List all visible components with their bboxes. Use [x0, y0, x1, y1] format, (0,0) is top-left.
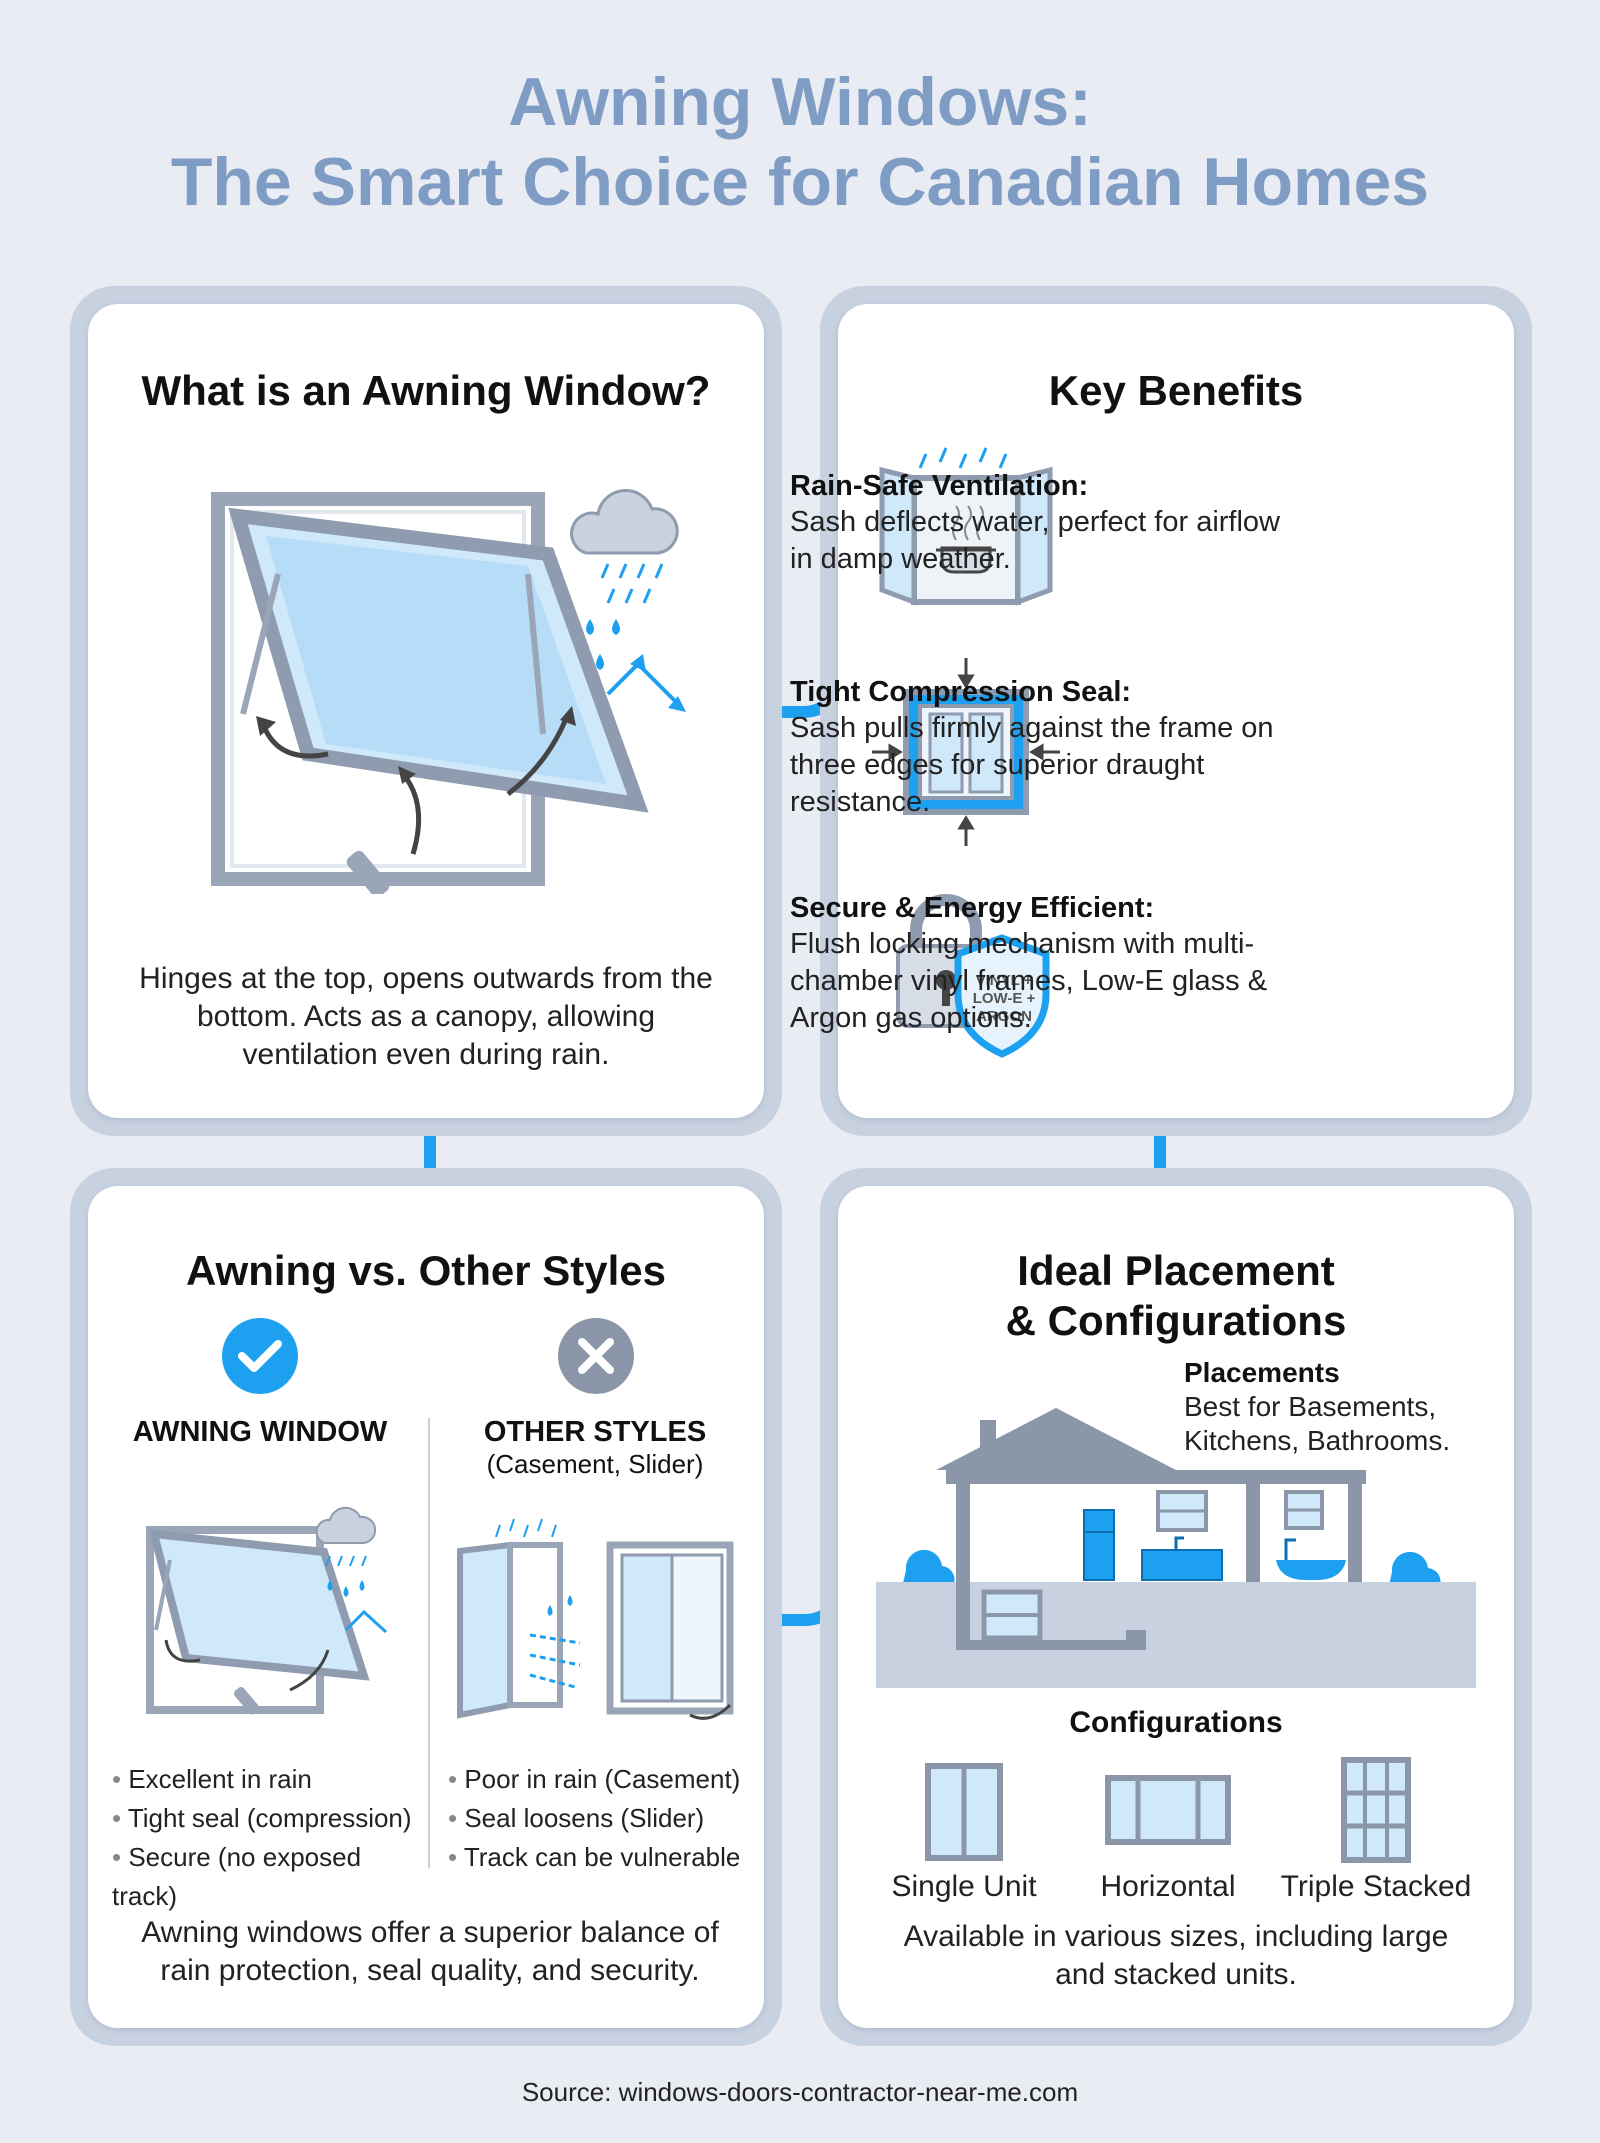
awning-point-2: Tight seal (compression): [112, 1799, 432, 1838]
benefit-1: Rain-Safe Ventilation: Sash deflects wat…: [790, 468, 1310, 578]
other-point-1: Poor in rain (Casement): [448, 1760, 768, 1799]
placements-text: Best for Basements, Kitchens, Bathrooms.: [1184, 1391, 1451, 1456]
placement-title-line-1: Ideal Placement: [1017, 1247, 1335, 1294]
config-single-label: Single Unit: [891, 1870, 1037, 1903]
benefit-2-text: Sash pulls firmly against the frame on t…: [790, 712, 1274, 818]
shield-line-1: VINYL +: [975, 972, 1033, 989]
benefit-1-text: Sash deflects water, perfect for airflow…: [790, 506, 1280, 575]
cross-icon: [558, 1318, 634, 1394]
benefit-3: Secure & Energy Efficient: Flush locking…: [790, 890, 1310, 1037]
page-title: Awning Windows: The Smart Choice for Can…: [0, 62, 1600, 222]
benefit-3-title: Secure & Energy Efficient:: [790, 892, 1155, 924]
what-panel-frame: What is an Awning Window?: [70, 286, 782, 1136]
benefit-2-title: Tight Compression Seal:: [790, 676, 1132, 708]
config-horizontal-label: Horizontal: [1100, 1870, 1236, 1903]
other-styles-illustration: [457, 1518, 734, 1720]
benefits-title: Key Benefits: [1048, 367, 1304, 414]
other-point-2: Seal loosens (Slider): [448, 1799, 768, 1838]
shield-line-3: ARGON: [976, 1008, 1032, 1025]
other-heading: OTHER STYLES (Casement, Slider): [440, 1416, 750, 1480]
what-description: Hinges at the top, opens outwards from t…: [139, 962, 713, 1071]
house-illustration: [876, 1408, 1476, 1688]
title-line-1: Awning Windows:: [508, 64, 1092, 140]
single-unit-icon: [925, 1763, 1003, 1861]
config-triple-label: Triple Stacked: [1280, 1870, 1472, 1903]
awning-heading: AWNING WINDOW: [132, 1416, 388, 1448]
triple-stacked-icon: [1341, 1757, 1411, 1863]
horizontal-icon: [1105, 1775, 1231, 1845]
placement-title-line-2: & Configurations: [1005, 1297, 1347, 1344]
placements-title: Placements: [1184, 1357, 1340, 1388]
awning-point-1: Excellent in rain: [112, 1760, 432, 1799]
compression-seal-icon: [872, 658, 1060, 846]
check-icon: [222, 1318, 298, 1394]
source-credit: Source: windows-doors-contractor-near-me…: [521, 2077, 1079, 2107]
benefit-2: Tight Compression Seal: Sash pulls firml…: [790, 674, 1310, 821]
placement-title: Ideal Placement & Configurations: [838, 1246, 1514, 1346]
rain-cloud-icon: [570, 488, 686, 712]
awning-mini-illustration: [146, 1506, 388, 1715]
other-point-3: Track can be vulnerable: [448, 1838, 768, 1877]
compare-title: Awning vs. Other Styles: [185, 1247, 667, 1294]
compare-divider: [428, 1418, 430, 1868]
awning-point-3: Secure (no exposed track): [112, 1838, 432, 1916]
placements-block: Placements Best for Basements, Kitchens,…: [1184, 1356, 1504, 1458]
placement-note: Available in various sizes, including la…: [903, 1920, 1449, 1991]
ventilation-window-icon: [879, 447, 1053, 606]
configurations-title: Configurations: [1069, 1706, 1283, 1739]
title-line-2: The Smart Choice for Canadian Homes: [170, 144, 1430, 220]
awning-points-list: Excellent in rain Tight seal (compressio…: [112, 1760, 432, 1916]
benefit-1-title: Rain-Safe Ventilation:: [790, 470, 1089, 502]
what-panel: What is an Awning Window?: [88, 304, 764, 1118]
lock-shield-icon: [896, 894, 1050, 1058]
shield-line-2: LOW-E +: [972, 990, 1036, 1007]
other-heading-sub: (Casement, Slider): [486, 1449, 704, 1479]
benefit-3-text: Flush locking mechanism with multi-chamb…: [790, 928, 1268, 1034]
awning-window-illustration: [211, 488, 686, 894]
what-title: What is an Awning Window?: [141, 367, 711, 414]
shield-label: VINYL + LOW-E + ARGON: [958, 972, 1050, 1026]
other-points-list: Poor in rain (Casement) Seal loosens (Sl…: [448, 1760, 768, 1877]
compare-summary: Awning windows offer a superior balance …: [141, 1916, 719, 1987]
other-heading-title: OTHER STYLES: [483, 1416, 707, 1448]
